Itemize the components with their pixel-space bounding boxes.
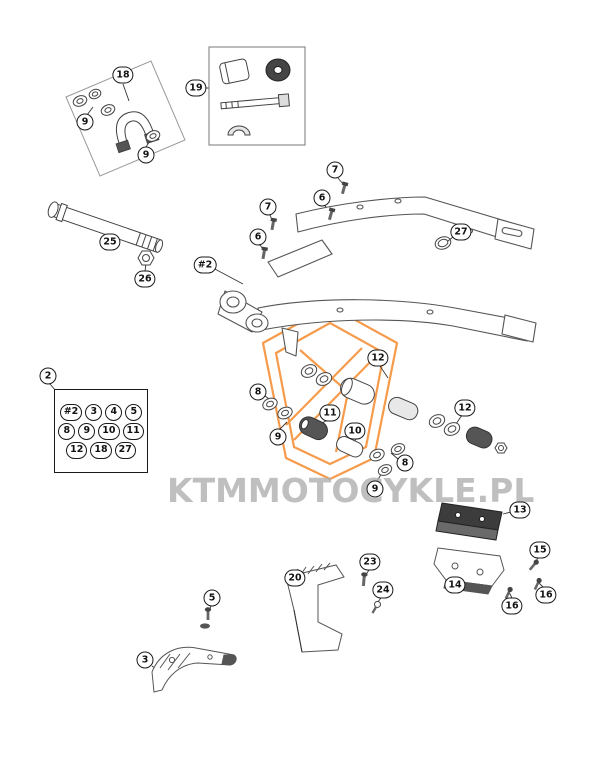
legend-callout-5: 5 (125, 403, 143, 421)
callout-6: 6 (313, 189, 331, 207)
legend-callout-num2: #2 (59, 403, 83, 421)
legend-callout-8: 8 (58, 422, 76, 440)
screws-6-7 (261, 181, 349, 260)
callout-8: 8 (249, 383, 267, 401)
callout-14: 14 (444, 576, 466, 594)
callout-13: 13 (509, 501, 531, 519)
callout-7: 7 (259, 198, 277, 216)
legend-callout-11: 11 (122, 422, 144, 440)
callout-8: 8 (396, 454, 414, 472)
bearing-set-lower (262, 397, 406, 476)
roller-kit-box (208, 46, 306, 146)
legend-callout-4: 4 (105, 403, 123, 421)
callout-num2: #2 (193, 256, 217, 274)
clamp-kit-parts (72, 88, 161, 154)
legend-callout-27: 27 (114, 441, 136, 459)
slider-screw-5 (200, 607, 212, 629)
legend-callout-9: 9 (78, 422, 96, 440)
legend-callout-10: 10 (98, 422, 120, 440)
callout-10: 10 (344, 422, 366, 440)
callout-27: 27 (450, 223, 472, 241)
callout-5: 5 (203, 589, 221, 607)
callout-25: 25 (99, 233, 121, 251)
callout-12: 12 (454, 399, 476, 417)
callout-9: 9 (76, 113, 94, 131)
callout-26: 26 (134, 270, 156, 288)
seal-ring-27 (434, 236, 452, 250)
callout-19: 19 (185, 79, 207, 97)
callout-18: 18 (112, 66, 134, 84)
guard-screws-23-24 (361, 572, 381, 614)
callout-16: 16 (535, 586, 557, 604)
callout-9: 9 (366, 480, 384, 498)
callout-7: 7 (326, 161, 344, 179)
callout-24: 24 (372, 581, 394, 599)
callout-2: 2 (39, 367, 57, 385)
callout-9: 9 (137, 146, 155, 164)
callout-16: 16 (501, 597, 523, 615)
legend-callout-12: 12 (66, 441, 88, 459)
callout-12: 12 (367, 349, 389, 367)
legend-callout-3: 3 (85, 403, 103, 421)
chain-guide-pad (435, 502, 503, 541)
legend-callout-18: 18 (90, 441, 112, 459)
callout-23: 23 (359, 553, 381, 571)
roller-bolt (220, 93, 290, 110)
callout-15: 15 (529, 541, 551, 559)
callout-6: 6 (249, 228, 267, 246)
pivot-axle (47, 201, 164, 253)
callout-3: 3 (136, 651, 154, 669)
callout-20: 20 (284, 569, 306, 587)
callout-9: 9 (269, 428, 287, 446)
bearing-set-upper (300, 364, 508, 454)
swingarm (217, 196, 537, 357)
axle-nut (137, 250, 155, 266)
guide-bolts (504, 559, 542, 600)
callout-11: 11 (319, 404, 341, 422)
chain-slider (151, 646, 237, 693)
